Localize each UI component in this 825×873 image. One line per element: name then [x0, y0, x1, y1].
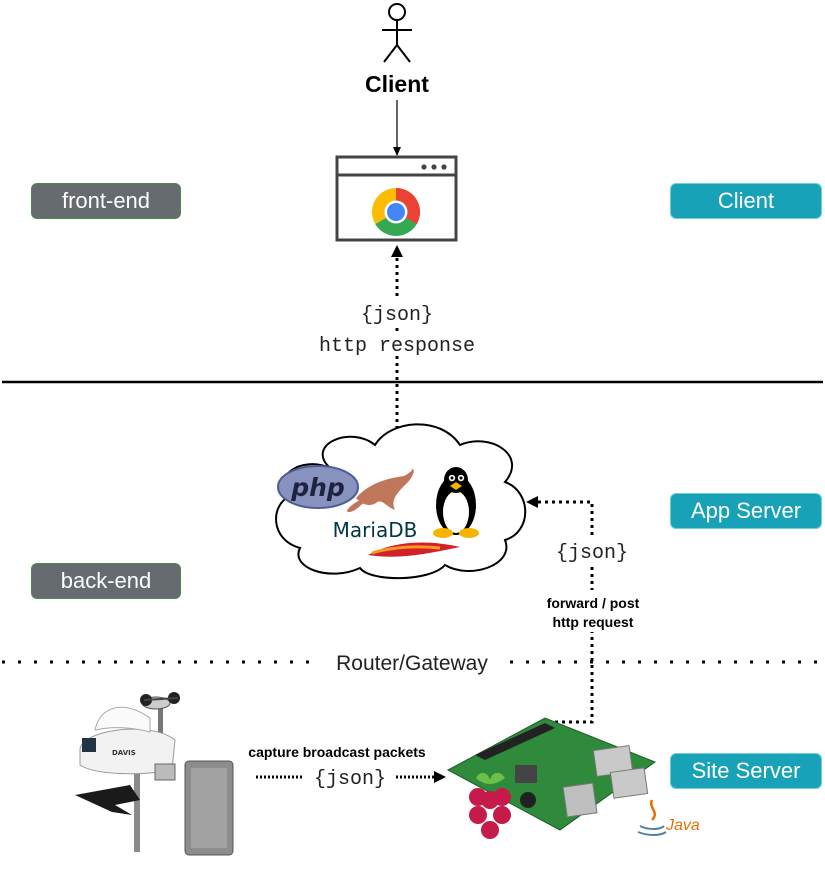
site-server-tier-badge: Site Server	[670, 753, 822, 789]
response-arrow-head	[391, 245, 403, 257]
weather-station-icon: DAVIS	[75, 692, 180, 852]
mariadb-seal-icon	[347, 468, 414, 513]
router-gateway-label: Router/Gateway	[336, 652, 488, 675]
request-json-label: {json}	[556, 542, 628, 565]
forward-post-label: forward / post	[547, 595, 640, 611]
front-end-badge: front-end	[31, 183, 181, 219]
svg-text:DAVIS: DAVIS	[112, 749, 136, 757]
capture-arrow-head	[434, 771, 446, 783]
raspberry-pi-logo-icon	[469, 772, 511, 839]
php-logo-icon: php	[277, 465, 359, 509]
java-logo-icon: Java	[637, 799, 700, 836]
capture-json-label: {json}	[314, 768, 386, 791]
svg-text:Java: Java	[665, 817, 700, 834]
response-json-label: {json}	[361, 304, 433, 327]
svg-text:php: php	[290, 473, 345, 502]
mariadb-label: MariaDB	[333, 518, 418, 542]
client-actor-label: Client	[365, 71, 429, 97]
back-end-badge: back-end	[31, 563, 181, 599]
http-request-label: http request	[553, 614, 634, 630]
capture-label: capture broadcast packets	[248, 744, 426, 760]
request-arrow-head	[526, 496, 538, 508]
app-server-tier-badge: App Server	[670, 493, 822, 529]
client-actor-icon	[382, 3, 412, 63]
server-cloud-shape	[275, 423, 527, 580]
client-tier-badge: Client	[670, 183, 822, 219]
raspberry-pi-board-icon	[446, 717, 657, 831]
chrome-logo-icon	[372, 188, 420, 236]
tux-linux-icon	[433, 467, 479, 538]
apache-feather-icon	[368, 542, 460, 557]
receiver-device-icon	[184, 760, 234, 856]
http-response-label: http response	[319, 335, 475, 358]
